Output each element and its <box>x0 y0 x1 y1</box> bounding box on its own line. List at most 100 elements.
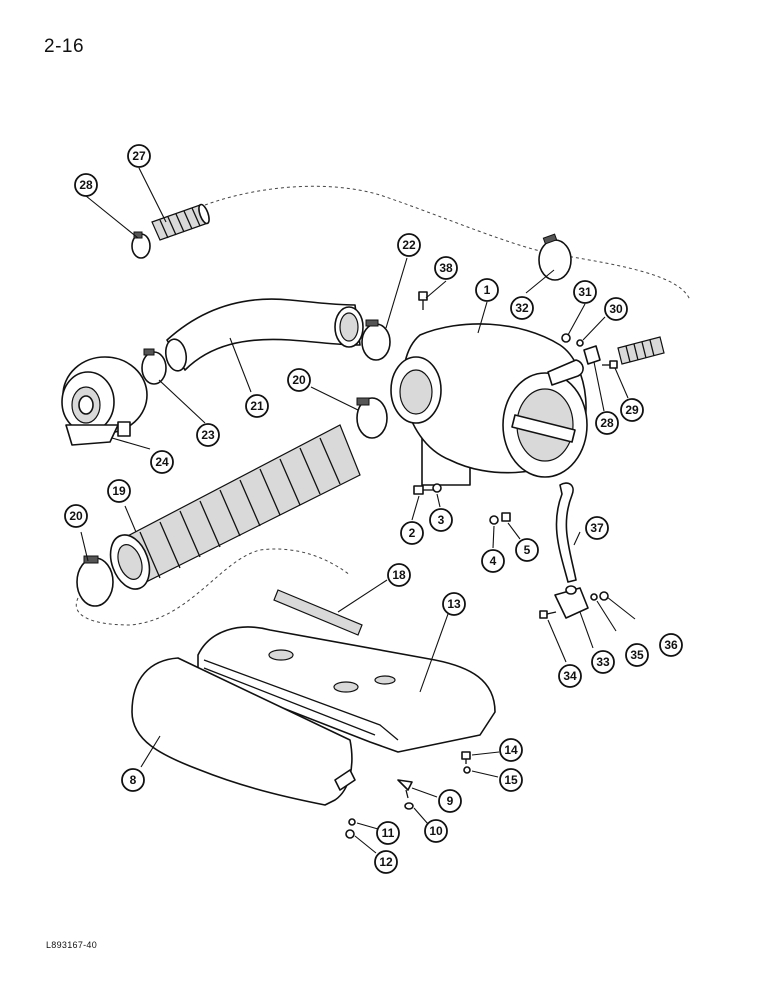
svg-text:13: 13 <box>447 597 461 611</box>
callout-15: 15 <box>499 768 523 792</box>
washer-15 <box>463 766 471 774</box>
svg-text:4: 4 <box>490 554 497 568</box>
svg-text:14: 14 <box>504 743 518 757</box>
callout-1: 1 <box>475 278 499 302</box>
callout-22: 22 <box>397 233 421 257</box>
callout-30: 30 <box>604 297 628 321</box>
callout-29: 29 <box>620 398 644 422</box>
callout-20-upper: 20 <box>287 368 311 392</box>
washer-30 <box>576 339 584 347</box>
wing-bolt-9 <box>397 779 413 799</box>
callout-10: 10 <box>424 819 448 843</box>
svg-text:24: 24 <box>155 455 169 469</box>
svg-text:28: 28 <box>79 178 93 192</box>
clamp-28-left <box>131 231 151 259</box>
svg-text:11: 11 <box>382 826 395 840</box>
clamp-23 <box>141 348 167 385</box>
shroud-13 <box>197 626 496 753</box>
svg-text:2: 2 <box>409 526 416 540</box>
bolt-2 <box>413 485 433 495</box>
nut-5 <box>501 512 511 522</box>
bolt-34 <box>539 610 557 619</box>
callout-28-right: 28 <box>595 411 619 435</box>
callout-3: 3 <box>429 508 453 532</box>
clamp-32 <box>538 233 572 281</box>
nut-36 <box>599 591 609 601</box>
svg-text:9: 9 <box>447 794 454 808</box>
callout-8: 8 <box>121 768 145 792</box>
svg-text:30: 30 <box>609 302 623 316</box>
callout-13: 13 <box>442 592 466 616</box>
svg-text:15: 15 <box>504 773 518 787</box>
svg-text:38: 38 <box>439 261 453 275</box>
callout-24: 24 <box>150 450 174 474</box>
callout-21: 21 <box>245 394 269 418</box>
elbow-pipe-21 <box>164 298 364 372</box>
svg-text:34: 34 <box>563 669 577 683</box>
callout-9: 9 <box>438 789 462 813</box>
nut-12 <box>345 829 355 839</box>
screw-11 <box>348 818 356 826</box>
clamp-28-right <box>583 345 601 365</box>
svg-text:23: 23 <box>201 428 215 442</box>
washer-35 <box>590 593 598 601</box>
callout-37: 37 <box>585 516 609 540</box>
washer-3 <box>432 483 442 493</box>
svg-text:29: 29 <box>625 403 639 417</box>
routing-line-left <box>75 548 351 626</box>
precleaner-24 <box>61 356 148 446</box>
callout-31: 31 <box>573 280 597 304</box>
page-number: 2-16 <box>44 36 85 57</box>
callout-36: 36 <box>659 633 683 657</box>
screw-14 <box>461 751 471 764</box>
callout-19: 19 <box>107 479 131 503</box>
svg-text:31: 31 <box>578 285 592 299</box>
callout-33: 33 <box>591 650 615 674</box>
svg-text:20: 20 <box>69 509 83 523</box>
callout-11: 11 <box>376 821 400 845</box>
tube-37 <box>555 482 577 583</box>
valve-33 <box>554 585 589 619</box>
svg-text:8: 8 <box>130 773 137 787</box>
routing-line-top <box>204 185 691 301</box>
air-cleaner-1 <box>390 323 588 486</box>
svg-text:22: 22 <box>402 238 416 252</box>
clamp-20-lower <box>76 555 114 607</box>
washer-4 <box>489 515 499 525</box>
nut-31 <box>561 333 571 343</box>
clamp-20-upper <box>356 397 388 439</box>
hose-27 <box>151 203 210 241</box>
callout-35: 35 <box>625 643 649 667</box>
svg-text:5: 5 <box>524 543 531 557</box>
callout-27: 27 <box>127 144 151 168</box>
bellows-hose-19 <box>109 424 361 590</box>
cover-8 <box>131 657 356 806</box>
callout-14: 14 <box>499 738 523 762</box>
svg-text:1: 1 <box>484 283 491 297</box>
svg-text:3: 3 <box>438 513 445 527</box>
callout-18: 18 <box>387 563 411 587</box>
svg-text:18: 18 <box>392 568 406 582</box>
svg-text:10: 10 <box>429 824 443 838</box>
svg-text:28: 28 <box>600 416 614 430</box>
svg-text:21: 21 <box>250 399 264 413</box>
bolt-29 <box>602 360 618 369</box>
callout-23: 23 <box>196 423 220 447</box>
washer-10 <box>404 802 414 810</box>
svg-text:36: 36 <box>664 638 678 652</box>
gasket-18 <box>273 589 363 636</box>
document-code: L893167-40 <box>46 940 98 950</box>
svg-text:19: 19 <box>112 484 126 498</box>
leader-lines <box>80 167 636 854</box>
callout-32: 32 <box>510 296 534 320</box>
callout-2: 2 <box>400 521 424 545</box>
svg-text:33: 33 <box>596 655 610 669</box>
callout-34: 34 <box>558 664 582 688</box>
callout-5: 5 <box>515 538 539 562</box>
callout-38: 38 <box>434 256 458 280</box>
svg-text:35: 35 <box>630 648 644 662</box>
callout-12: 12 <box>374 850 398 874</box>
callout-28-left: 28 <box>74 173 98 197</box>
svg-text:37: 37 <box>590 521 604 535</box>
